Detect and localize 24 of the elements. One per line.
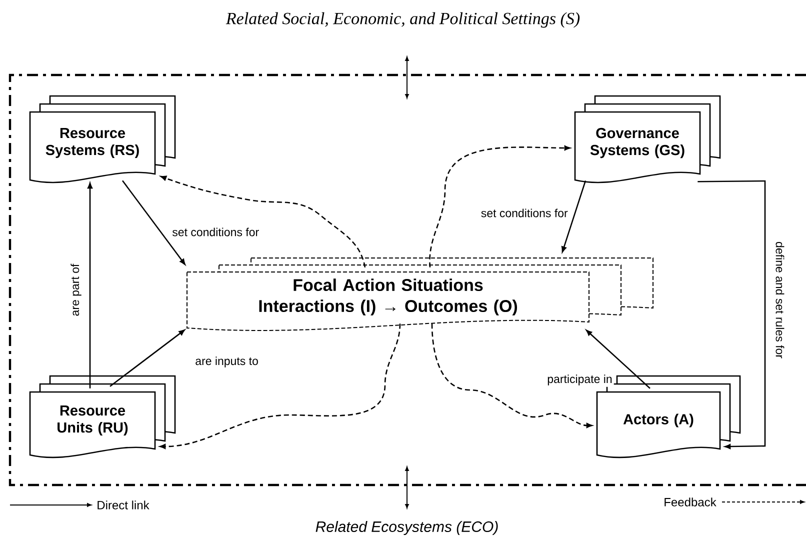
- frame-label: Related Ecosystems (ECO): [316, 521, 498, 535]
- legend-label: Direct link: [98, 500, 150, 510]
- arrow: [110, 330, 185, 387]
- edge-label: set conditions for: [479, 207, 570, 219]
- arrow: [431, 324, 592, 428]
- arrow: [160, 324, 401, 449]
- document-stack: Resource Systems (RS): [29, 95, 176, 184]
- edge-label: are part of: [69, 262, 83, 318]
- legend-label: Feedback: [664, 498, 716, 506]
- arrow: [88, 182, 93, 388]
- arrow: [429, 145, 570, 268]
- edge-label: are inputs to: [194, 355, 260, 369]
- arrow: [160, 176, 366, 268]
- edge-label: define and set rules for: [774, 240, 786, 360]
- arrow: [586, 330, 650, 389]
- edge-label: set conditions for: [170, 226, 261, 238]
- action-situation-stack: Focal Action Situations Interactions (I) → Outcomes (O): [186, 258, 654, 331]
- arrow: [122, 180, 186, 265]
- arrow: [562, 180, 586, 252]
- arrow: [698, 180, 766, 450]
- title: Related Social, Economic, and Political Settings (S): [226, 12, 580, 28]
- document-stack: Resource Units (RU): [29, 375, 176, 458]
- edge-label: participate in: [546, 373, 614, 387]
- document-stack: Governance Systems (GS): [574, 95, 721, 184]
